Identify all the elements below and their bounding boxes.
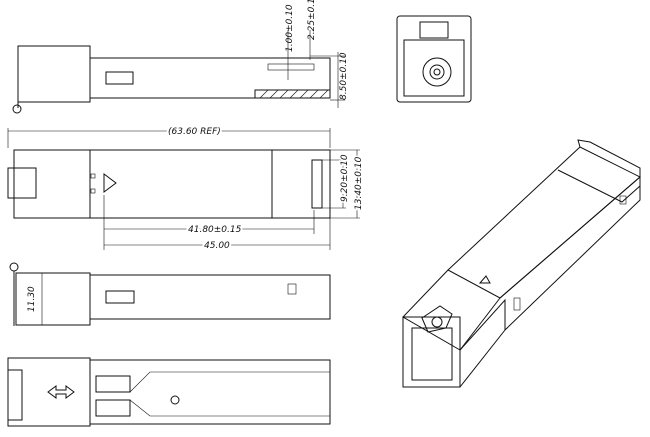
isometric-view xyxy=(402,139,641,388)
dim-41-80: 41.80±0.15 xyxy=(188,225,242,235)
dim-45-00: 45.00 xyxy=(204,241,230,251)
front-end-view xyxy=(396,15,472,103)
top-view xyxy=(7,128,360,250)
dim-1-00: 1.00±0.10 xyxy=(285,4,295,52)
dim-63-60-ref: (63.60 REF) xyxy=(168,127,221,137)
bottom-view xyxy=(7,357,331,427)
side-view-bottom xyxy=(9,262,331,326)
dim-13-40: 13.40±0.10 xyxy=(354,156,364,210)
dim-9-20: 9.20±0.10 xyxy=(340,154,350,202)
dim-11-30: 11.30 xyxy=(27,286,37,312)
dim-8-50: 8.50±0.10 xyxy=(339,52,349,100)
side-view-top xyxy=(12,30,345,114)
dim-2-25: 2.25±0.10 xyxy=(307,0,317,40)
